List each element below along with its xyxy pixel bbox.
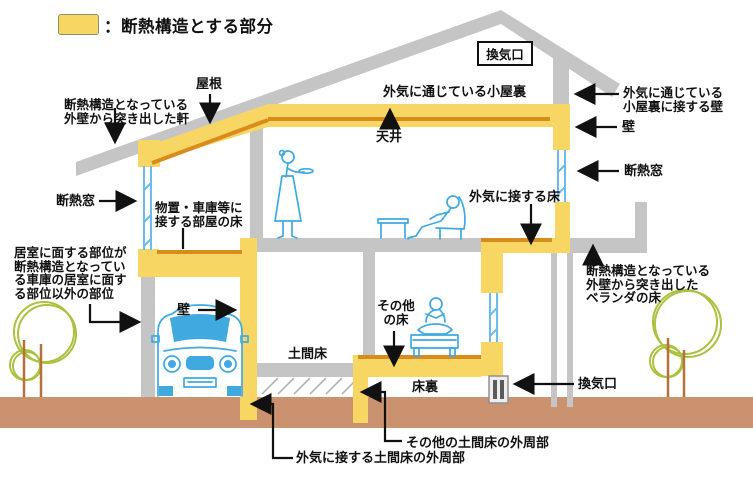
label-veranda-floor: 断熱構造となっている 外壁から突き出した ベランダの床 <box>586 264 711 305</box>
doma-slab <box>257 363 363 377</box>
right-wall-lower-insulation <box>555 202 570 239</box>
veranda-lip <box>635 202 647 238</box>
seated-person-figure <box>377 195 466 240</box>
sitting-person-figure <box>410 297 459 357</box>
tree-left <box>9 301 77 381</box>
right-wall-upper-insulation <box>553 104 570 150</box>
tree-left-trunks <box>22 340 43 397</box>
sketch-figures <box>151 149 466 397</box>
legend-swatch <box>58 14 99 35</box>
label-roof: 屋根 <box>196 76 223 91</box>
garage-right-wall-insulation <box>240 238 257 420</box>
arrow-garage-parts <box>88 304 142 333</box>
label-insulated-window-right: 断熱窓 <box>624 163 664 178</box>
label-attic-wall: 外気に通じている 小屋裏に接する壁 <box>623 86 724 114</box>
label-floor-outside-air: 外気に接する床 <box>469 189 561 204</box>
label-insulated-window-left: 断熱窓 <box>56 193 96 208</box>
tree-right-trunks <box>666 338 686 397</box>
veranda-slab <box>570 238 647 253</box>
label-attic: 外気に通じている小屋裏 <box>383 84 527 99</box>
legend-label: ：断熱構造とする部分 <box>104 18 274 36</box>
insulated-window-left-glass <box>143 166 152 250</box>
windows <box>143 150 566 342</box>
label-other-doma-perimeter: その他の土間床の外周部 <box>406 435 550 450</box>
label-underfloor: 床裏 <box>412 379 439 394</box>
car-figure <box>151 304 249 397</box>
label-ceiling: 天井 <box>376 129 403 144</box>
underfloor-vent <box>488 375 509 404</box>
standing-person-figure <box>274 149 314 239</box>
attic-gable-wall <box>553 57 569 104</box>
roof-and-ceiling-insulation <box>139 104 570 166</box>
roof-right-slope <box>501 10 620 97</box>
label-vent-top: 換気口 <box>477 41 533 66</box>
arrow-other-doma <box>359 381 402 443</box>
arrow-outside-doma <box>249 393 293 460</box>
left-wall-mid-insulation <box>138 249 159 277</box>
veranda-post-1 <box>551 253 557 407</box>
first-floor-wall-upper <box>481 253 503 293</box>
interior-wall-left <box>250 116 263 238</box>
label-doma-floor: 土間床 <box>288 346 328 361</box>
label-eaves: 断熱構造となっている 外壁から突き出した軒 <box>64 98 190 126</box>
second-floor-slab <box>255 238 483 252</box>
sitting-room-floor-insulation <box>353 359 481 377</box>
insulated-window-right-glass <box>557 150 566 202</box>
label-storage-room-floor: 物置・車庫等に 接する部屋の床 <box>155 201 243 229</box>
label-vent-bottom: 換気口 <box>578 376 618 391</box>
label-other-floor: その他 の床 <box>377 299 415 327</box>
floor-perimeter-drop <box>353 355 368 423</box>
label-wall-garage: 壁 <box>177 302 191 317</box>
veranda-post-2 <box>567 253 573 407</box>
storage-room-floor-insulation <box>157 250 242 277</box>
label-outside-doma-perimeter: 外気に接する土間床の外周部 <box>296 450 466 465</box>
interior-wall-doma <box>363 252 375 356</box>
soil-hatching <box>261 377 357 395</box>
pointer-arrows <box>88 83 619 460</box>
first-floor-wall-lower <box>481 342 503 376</box>
insulation-edge-lines <box>151 117 552 359</box>
ground <box>0 397 753 428</box>
label-wall-right: 壁 <box>622 119 636 134</box>
garage-left-wall <box>141 277 155 397</box>
first-floor-window-glass <box>489 293 498 342</box>
label-garage-parts: 居室に面する部位が 断熱構造となってい る車庫の居室に面す る部位以外の部位 <box>14 246 127 301</box>
